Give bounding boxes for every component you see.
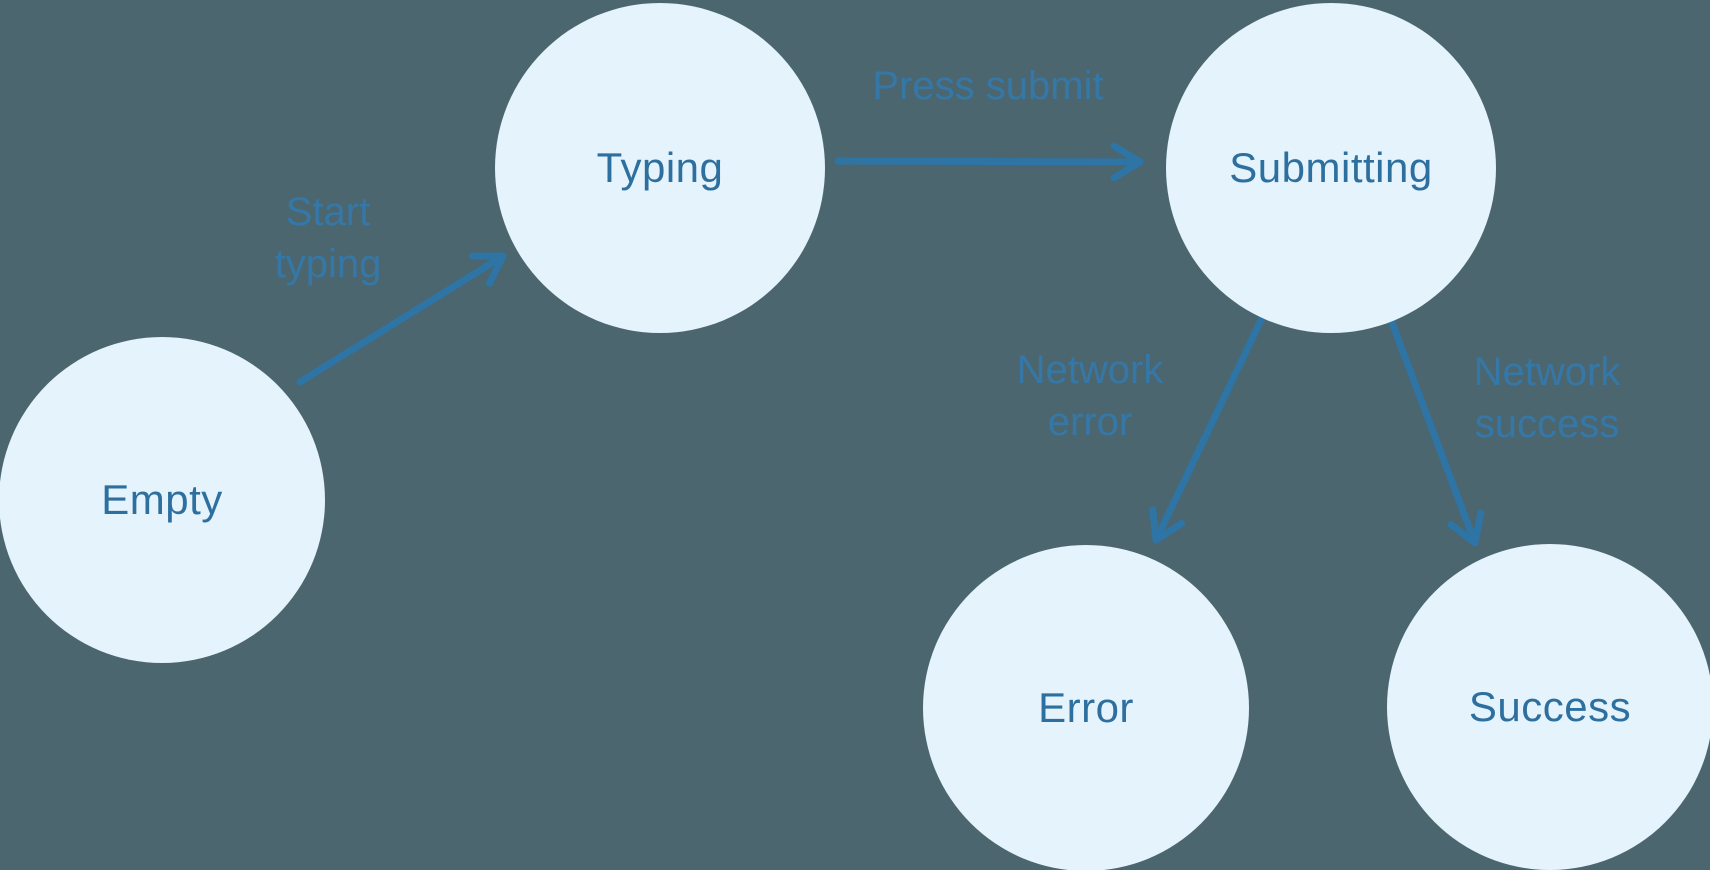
state-node-label: Error xyxy=(1038,684,1134,731)
edge-label-line: Press submit xyxy=(872,64,1104,108)
state-node-typing: Typing xyxy=(495,3,825,333)
arrow-typing-to-submitting xyxy=(834,142,1144,182)
edge-label-network-success: Network success xyxy=(1474,346,1621,450)
arrow-submitting-to-success xyxy=(1387,316,1485,547)
edge-label-start-typing: Start typing xyxy=(275,186,382,290)
state-node-label: Typing xyxy=(596,144,724,191)
state-node-error: Error xyxy=(923,545,1249,870)
edge-label-line: success xyxy=(1474,402,1620,446)
state-node-label: Success xyxy=(1468,683,1632,730)
edge-label-line: Network xyxy=(1016,348,1164,392)
edge-label-line: typing xyxy=(274,242,382,286)
state-node-label: Empty xyxy=(101,476,223,523)
edge-label-press-submit: Press submit xyxy=(872,60,1103,112)
state-node-success: Success xyxy=(1387,544,1710,870)
edge-label-line: error xyxy=(1047,400,1133,444)
state-node-label: Submitting xyxy=(1229,144,1433,191)
edge-label-line: Start xyxy=(285,190,371,234)
edge-label-network-error: Network error xyxy=(1017,344,1164,448)
arrow-submitting-to-error xyxy=(1149,314,1266,544)
state-node-submitting: Submitting xyxy=(1166,3,1496,333)
state-node-empty: Empty xyxy=(0,337,325,663)
arrow-empty-to-typing xyxy=(296,252,507,386)
edge-label-line: Network xyxy=(1473,350,1621,394)
